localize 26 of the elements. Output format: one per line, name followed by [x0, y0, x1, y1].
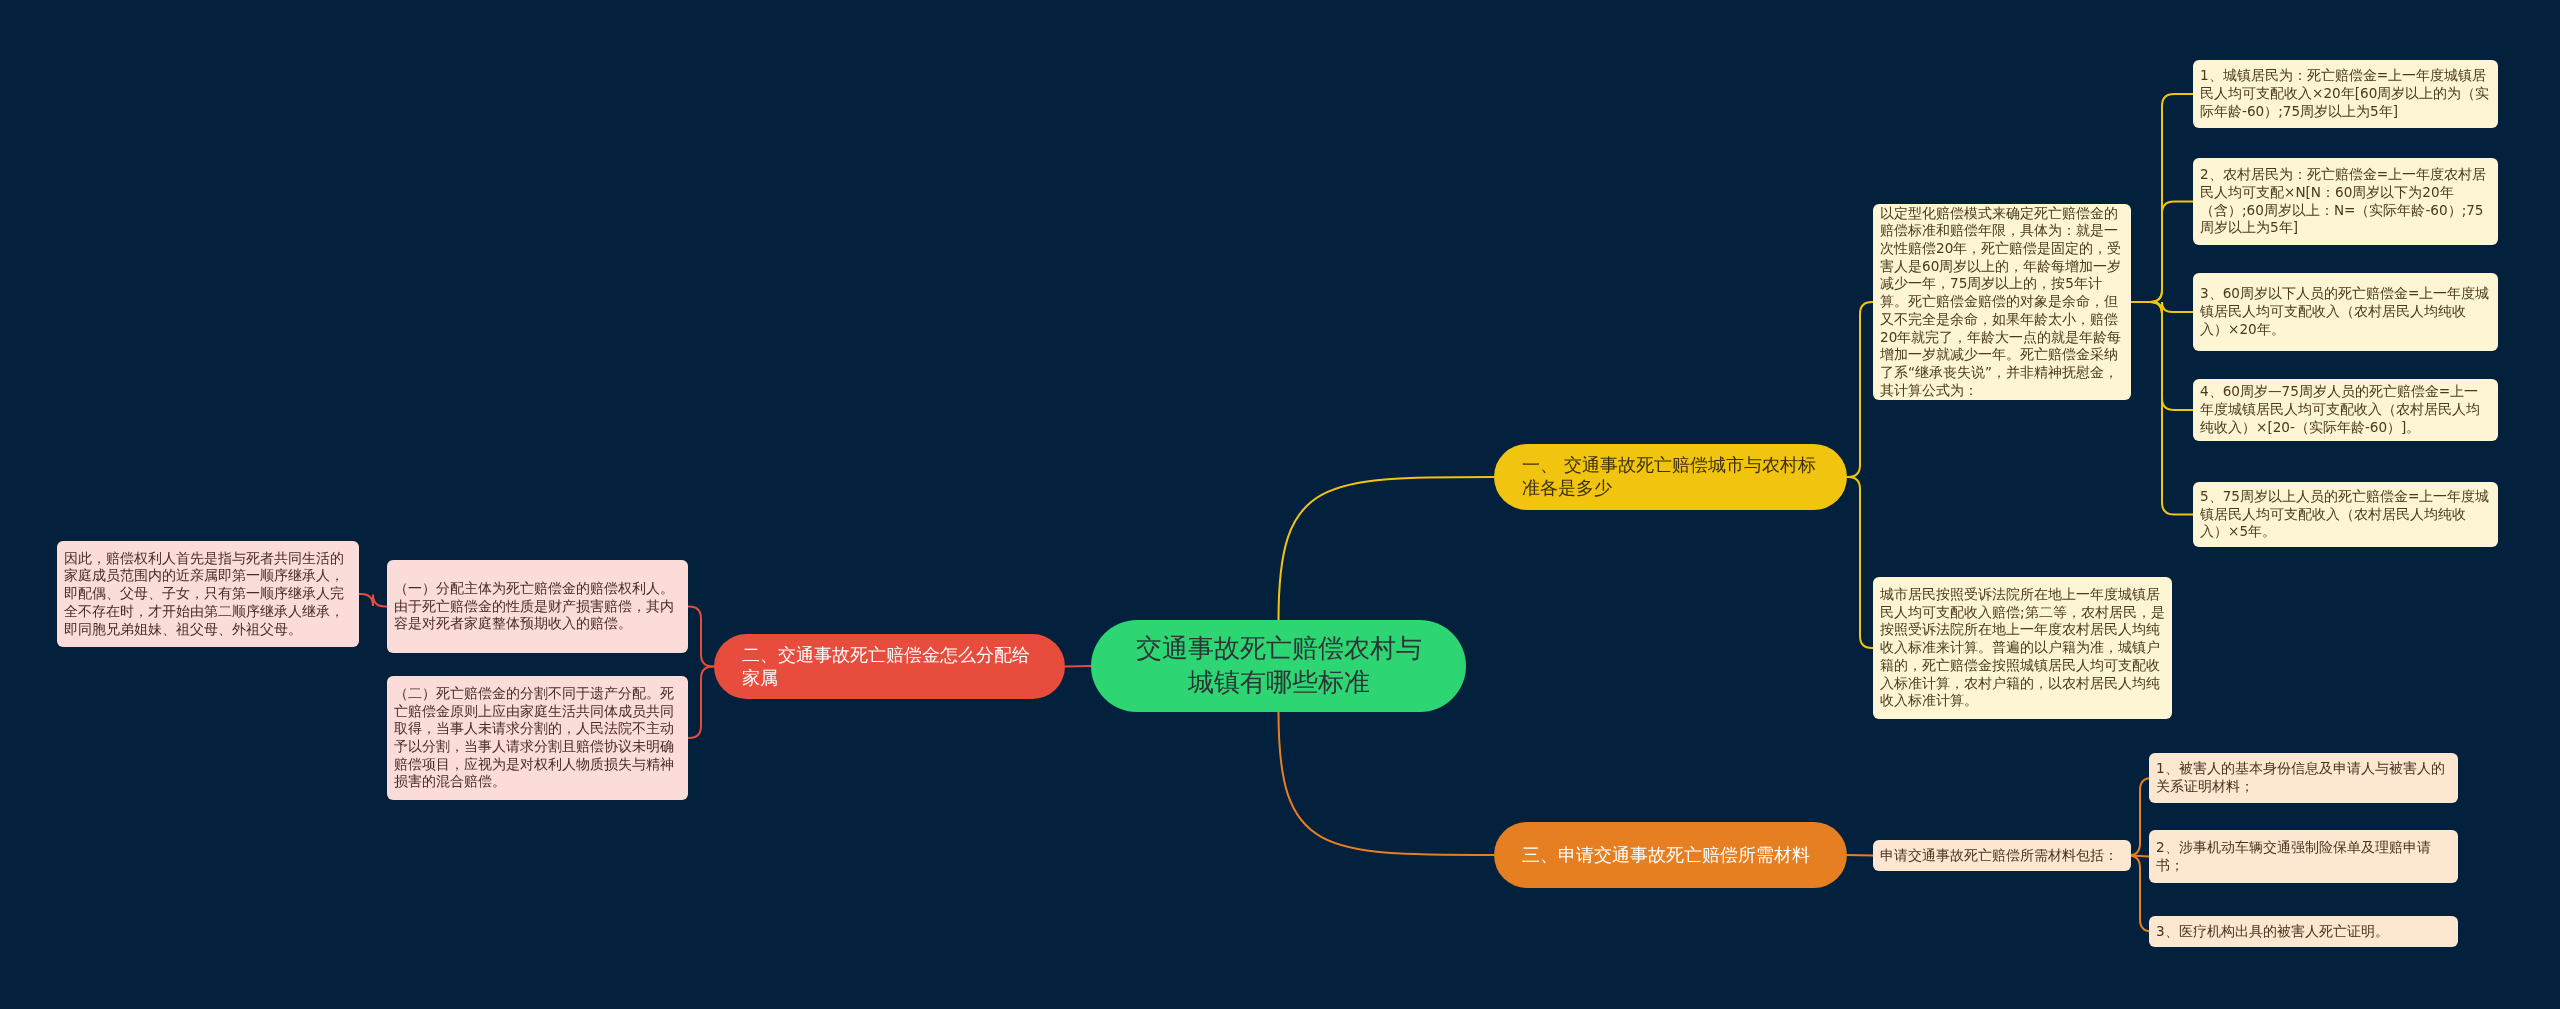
topic-box: 交通事故死亡赔偿农村与城镇有哪些标准	[1091, 620, 1466, 712]
note-box: 以定型化赔偿模式来确定死亡赔偿金的赔偿标准和赔偿年限，具体为：就是一次性赔偿20年，死亡赔偿是固定的，受害人是60周岁以上的，年龄每增加一岁减少一年，75周岁以上的，按5年计算。死亡赔偿金赔偿的对象是余命，但又不完全是余命，如果年龄太小，赔偿20年就完了，年龄大一点的就是年龄每增加一岁就减少一年。死亡赔偿金采纳了系“继承丧失说”，并非精神抚慰金，其计算公式为：	[1873, 204, 2131, 400]
branch-box: 一、 交通事故死亡赔偿城市与农村标准各是多少	[1494, 444, 1847, 510]
note-box: （二）死亡赔偿金的分割不同于遗产分配。死亡赔偿金原则上应由家庭生活共同体成员共同取得，当事人未请求分割的，人民法院不主动予以分割，当事人请求分割且赔偿协议未明确赔偿项目，应视为是对权利人物质损失与精神损害的混合赔偿。	[387, 676, 688, 800]
connector-line	[1064, 665, 1092, 668]
connector-line	[1277, 476, 1495, 621]
note-box: 1、被害人的基本身份信息及申请人与被害人的关系证明材料；	[2149, 753, 2458, 803]
note-box: 申请交通事故死亡赔偿所需材料包括：	[1873, 840, 2131, 871]
note-box: 5、75周岁以上人员的死亡赔偿金=上一年度城镇居民人均可支配收入（农村居民人均纯收入）×5年。	[2193, 482, 2498, 547]
branch-box: 三、申请交通事故死亡赔偿所需材料	[1494, 822, 1847, 888]
note-box: 3、60周岁以下人员的死亡赔偿金=上一年度城镇居民人均可支配收入（农村居民人均纯收入）×20年。	[2193, 273, 2498, 351]
note-box: （一）分配主体为死亡赔偿金的赔偿权利人。由于死亡赔偿金的性质是财产损害赔偿，其内容是对死者家庭整体预期收入的赔偿。	[387, 560, 688, 653]
branch-box: 二、交通事故死亡赔偿金怎么分配给家属	[714, 634, 1065, 699]
note-box: 1、城镇居民为：死亡赔偿金=上一年度城镇居民人均可支配收入×20年[60周岁以上的为（实际年龄-60）;75周岁以上为5年]	[2193, 60, 2498, 128]
connector-line	[358, 593, 388, 608]
note-box: 2、农村居民为：死亡赔偿金=上一年度农村居民人均可支配×N[N：60周岁以下为20年（含）;60周岁以上：N=（实际年龄-60）;75周岁以上为5年]	[2193, 158, 2498, 245]
note-box: 3、医疗机构出具的被害人死亡证明。	[2149, 916, 2458, 947]
connector-line	[687, 605, 715, 668]
connector-line	[687, 665, 715, 739]
note-box: 城市居民按照受诉法院所在地上一年度城镇居民人均可支配收入赔偿;第二等，农村居民，是按照受诉法院所在地上一年度农村居民人均纯收入标准来计算。普遍的以户籍为准，城镇户籍的，死亡赔偿金按照城镇居民人均可支配收入标准计算，农村户籍的，以农村居民人均纯收入标准计算。	[1873, 577, 2172, 719]
connector-line	[1846, 854, 1874, 857]
connector-line	[1277, 711, 1495, 856]
connector-line	[1846, 476, 1874, 649]
note-box: 2、涉事机动车辆交通强制险保单及理赔申请书；	[2149, 830, 2458, 883]
note-box: 因此，赔偿权利人首先是指与死者共同生活的家庭成员范围内的近亲属即第一顺序继承人，即配偶、父母、子女，只有第一顺序继承人完全不存在时，才开始由第二顺序继承人继承，即同胞兄弟姐妹、祖父母、外祖父母。	[57, 541, 359, 647]
note-box: 4、60周岁—75周岁人员的死亡赔偿金=上一年度城镇居民人均可支配收入（农村居民人均纯收入）×[20-（实际年龄-60）]。	[2193, 379, 2498, 441]
